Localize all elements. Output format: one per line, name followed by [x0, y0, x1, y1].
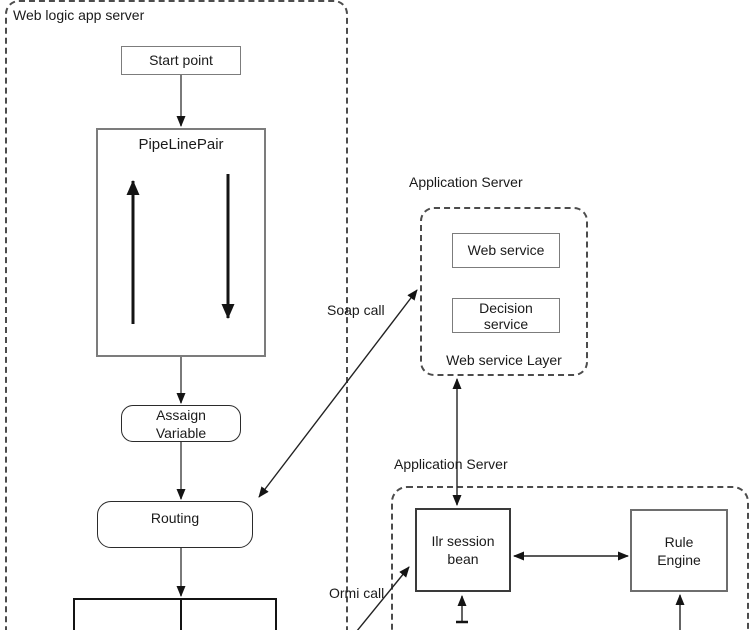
ilr-session-bean-line2: bean: [447, 551, 479, 567]
node-ilr-session-bean: Ilr session bean: [415, 508, 511, 592]
assaign-variable-line1: Assaign: [156, 406, 206, 423]
soap-call-label: Soap call: [327, 302, 385, 318]
node-assaign-variable: Assaign Variable: [121, 405, 241, 442]
node-pipeline-pair: PipeLinePair: [96, 128, 266, 357]
node-routing: Routing: [97, 501, 253, 548]
node-decision-service: Decision service: [452, 298, 560, 333]
ilr-session-bean-line1: Ilr session: [431, 533, 495, 549]
node-rule-engine: Rule Engine: [630, 509, 728, 592]
decision-service-line1: Decision: [479, 299, 533, 316]
rule-engine-line2: Engine: [657, 551, 701, 568]
node-bottom-box: [73, 598, 277, 630]
routing-label: Routing: [150, 510, 200, 526]
ormi-call-label: Ormi call: [329, 585, 385, 601]
rule-engine-line1: Rule: [664, 533, 694, 550]
web-service-label: Web service: [467, 242, 545, 258]
application-server-bottom-container: [391, 486, 749, 630]
application-server-top-container: [420, 207, 588, 376]
application-server-top-label: Application Server: [409, 174, 523, 190]
decision-service-line2: service: [483, 315, 529, 332]
assaign-variable-line2: Variable: [155, 424, 207, 441]
pipeline-pair-label: PipeLinePair: [138, 136, 224, 153]
weblogic-server-label: Web logic app server: [13, 7, 145, 23]
node-start-point: Start point: [121, 46, 241, 75]
start-point-label: Start point: [149, 52, 213, 68]
web-service-layer-label: Web service Layer: [446, 352, 562, 368]
node-web-service: Web service: [452, 233, 560, 268]
application-server-bottom-label: Application Server: [394, 456, 508, 472]
